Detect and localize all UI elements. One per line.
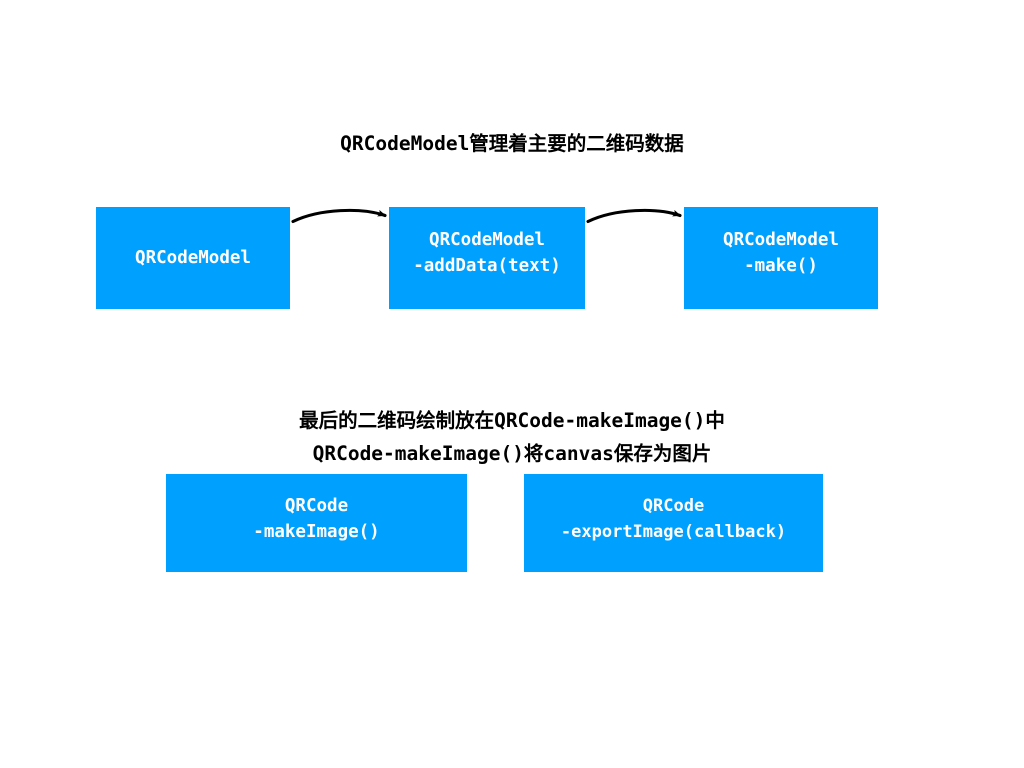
flow-node-line-2: -exportImage(callback) [560, 522, 787, 542]
flow-node-line-1: QRCode [284, 496, 349, 516]
flow-node-qrcodemodel-make[interactable]: QRCodeModel -make() [684, 207, 878, 309]
section-caption: 最后的二维码绘制放在QRCode-makeImage()中 QRCode-mak… [0, 404, 1024, 470]
arrow-1-connector [291, 208, 387, 224]
page-title: QRCodeModel管理着主要的二维码数据 [340, 132, 684, 155]
arrow-2-connector [586, 208, 682, 224]
flow-node-line-1: QRCode [642, 496, 705, 516]
flow-node-qrcode-makeimage[interactable]: QRCode -makeImage() [166, 474, 467, 572]
flow-node-line-1: QRCodeModel [429, 230, 545, 250]
caption-line-1: 最后的二维码绘制放在QRCode-makeImage()中 [299, 409, 725, 432]
flow-node-line-2: -addData(text) [413, 256, 561, 276]
flow-node-qrcodemodel[interactable]: QRCodeModel [96, 207, 290, 309]
flow-node-qrcode-exportimage[interactable]: QRCode -exportImage(callback) [524, 474, 823, 572]
flow-node-line-1: QRCodeModel [723, 230, 839, 250]
flow-node-line-1: QRCodeModel [135, 248, 251, 268]
flow-node-qrcodemodel-adddata[interactable]: QRCodeModel -addData(text) [389, 207, 585, 309]
flow-node-line-2: -makeImage() [253, 522, 380, 542]
flow-node-line-2: -make() [744, 256, 818, 276]
caption-line-2: QRCode-makeImage()将canvas保存为图片 [312, 442, 712, 465]
